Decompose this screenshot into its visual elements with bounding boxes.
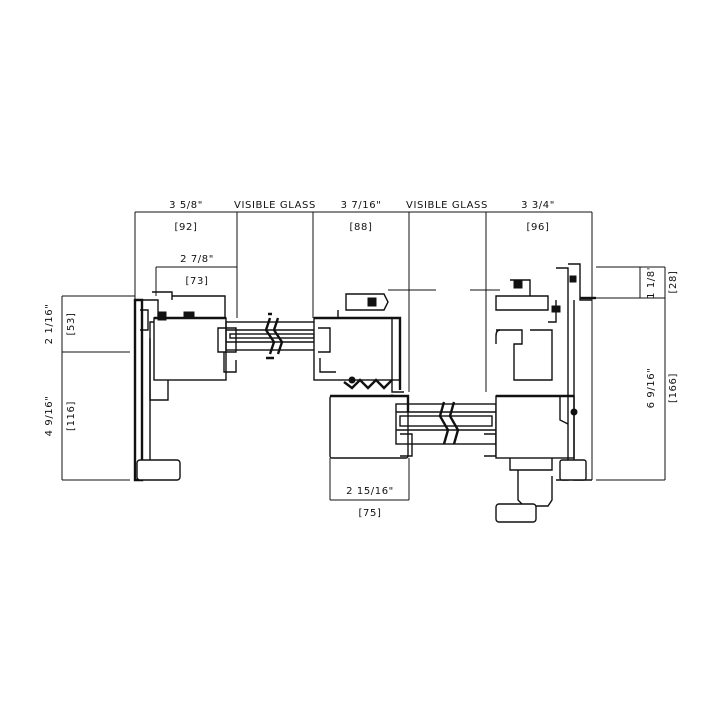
- dim-right-total-in: 6 9/16": [646, 368, 657, 409]
- dim-right-total-mm: [166]: [668, 373, 679, 403]
- dim-left-upper-in: 2 1/16": [44, 304, 55, 345]
- dim-inner-left-in: 2 7/8": [180, 254, 214, 265]
- dim-right-small-in: 1 1/8": [646, 265, 657, 299]
- left-glass-unit: [225, 312, 319, 360]
- dim-left-lower-in: 4 9/16": [44, 396, 55, 437]
- dim-bottom-in: 2 15/16": [346, 486, 394, 497]
- dimension-labels: 3 5/8" [92] VISIBLE GLASS 3 7/16" [88] V…: [44, 200, 679, 519]
- dim-right-frame-mm: [96]: [527, 222, 550, 233]
- dim-inner-left-mm: [73]: [186, 276, 209, 287]
- center-sash: [313, 293, 410, 459]
- dim-left-visible-glass: VISIBLE GLASS: [234, 200, 316, 211]
- dim-left-frame-mm: [92]: [175, 222, 198, 233]
- right-frame: [495, 263, 596, 523]
- right-glass-unit: [395, 401, 497, 457]
- dim-middle-mm: [88]: [350, 222, 373, 233]
- dim-bottom-mm: [75]: [359, 508, 382, 519]
- dim-right-small-mm: [28]: [668, 271, 679, 294]
- dimension-lines: [61, 211, 666, 501]
- dim-right-frame-in: 3 3/4": [521, 200, 555, 211]
- dim-middle-in: 3 7/16": [341, 200, 382, 211]
- dim-left-upper-mm: [53]: [66, 313, 77, 336]
- dim-right-visible-glass: VISIBLE GLASS: [406, 200, 488, 211]
- left-frame: [133, 291, 237, 482]
- dim-left-lower-mm: [116]: [66, 401, 77, 431]
- dim-left-frame-in: 3 5/8": [169, 200, 203, 211]
